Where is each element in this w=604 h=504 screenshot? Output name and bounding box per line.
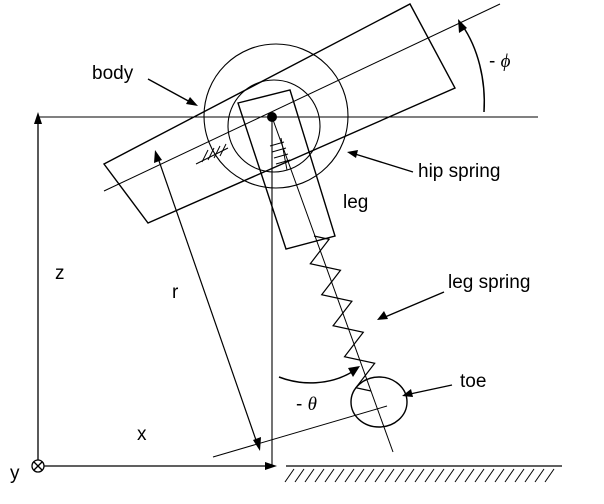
r-dimension — [154, 150, 261, 451]
body-block — [102, 3, 456, 224]
leg-label: leg — [343, 192, 369, 213]
x-axis-label: x — [137, 424, 147, 445]
leg-spring-pointer — [384, 291, 445, 318]
r-label: r — [172, 282, 179, 303]
coordinate-axes — [31, 112, 277, 473]
hip-spring — [203, 43, 349, 189]
phi-symbol: ϕ — [500, 51, 511, 72]
ground-hatching — [284, 468, 555, 483]
x-axis-arrowhead — [265, 462, 277, 470]
body-axis-line — [103, 3, 501, 192]
toe-reference-line — [212, 405, 388, 458]
leg-block — [237, 89, 336, 250]
hip-spring-pointer — [354, 153, 414, 173]
y-axis-label: y — [10, 463, 20, 484]
body-pointer — [147, 78, 193, 104]
theta-angle-arc — [278, 366, 360, 384]
toe-pointer — [409, 384, 453, 395]
phi-angle-arc — [458, 19, 486, 113]
leg-axis-line — [271, 116, 394, 453]
phi-sign: - — [489, 51, 501, 72]
toe-foot — [350, 376, 408, 428]
body-hatch-marks — [195, 143, 229, 165]
leg-spring — [309, 235, 376, 392]
toe-label: toe — [460, 371, 487, 392]
ground — [284, 465, 562, 483]
hip-joint — [267, 112, 277, 122]
body-label: body — [92, 63, 134, 84]
z-axis-label: z — [55, 263, 65, 284]
theta-symbol: θ — [307, 394, 317, 415]
phi-label: - ϕ — [489, 52, 510, 71]
label-pointers — [147, 78, 453, 397]
theta-label: - θ — [296, 395, 317, 414]
y-axis-symbol — [31, 459, 45, 473]
theta-sign: - — [296, 394, 308, 415]
z-axis-arrowhead — [34, 112, 42, 124]
hip-spring-label: hip spring — [418, 161, 501, 182]
leg-spring-label: leg spring — [448, 272, 531, 293]
